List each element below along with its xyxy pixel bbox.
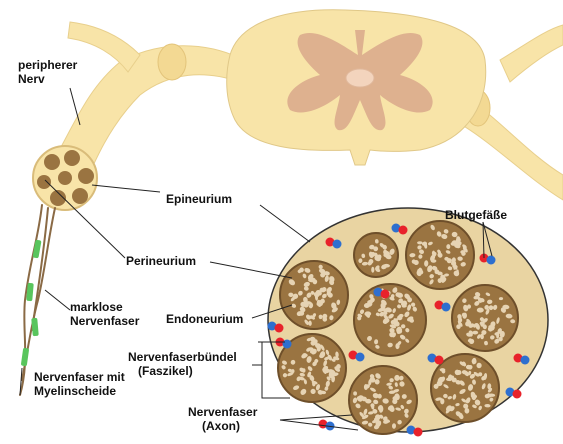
fascicle-icon [280, 261, 348, 329]
spinal-cord-cross-section [227, 10, 486, 165]
label-bundle-line2: (Faszikel) [128, 364, 237, 378]
label-myelinated-line2: Myelinscheide [34, 384, 125, 398]
label-blood-vessels: Blutgefäße [445, 208, 507, 222]
label-myelinated-line1: Nervenfaser mit [34, 370, 125, 384]
fascicle-icon [452, 285, 518, 351]
nerve-fibers-hanging [20, 205, 55, 395]
small-nerve-cross-section [33, 146, 97, 210]
label-axon: Nervenfaser (Axon) [188, 405, 257, 433]
fascicle-icon [406, 221, 474, 289]
label-unmyelinated-fiber: marklose Nervenfaser [70, 300, 139, 328]
fascicle-icon [431, 354, 499, 422]
label-myelinated-fiber: Nervenfaser mit Myelinscheide [34, 370, 125, 398]
label-unmyelinated-line2: Nervenfaser [70, 314, 139, 328]
label-peripheral-nerve-line1: peripherer [18, 58, 77, 72]
label-perineurium: Perineurium [126, 254, 196, 268]
label-peripheral-nerve-line2: Nerv [18, 72, 77, 86]
label-epineurium: Epineurium [166, 192, 232, 206]
label-unmyelinated-line1: marklose [70, 300, 139, 314]
label-bundle-line1: Nervenfaserbündel [128, 350, 237, 364]
fascicle-icon [354, 284, 426, 356]
label-fascicle-bundle: Nervenfaserbündel (Faszikel) [128, 350, 237, 378]
fascicle-icon [354, 233, 398, 277]
fascicle-icon [349, 366, 417, 434]
label-axon-line1: Nervenfaser [188, 405, 257, 419]
label-endoneurium: Endoneurium [166, 312, 243, 326]
label-axon-line2: (Axon) [188, 419, 257, 433]
label-peripheral-nerve: peripherer Nerv [18, 58, 77, 86]
